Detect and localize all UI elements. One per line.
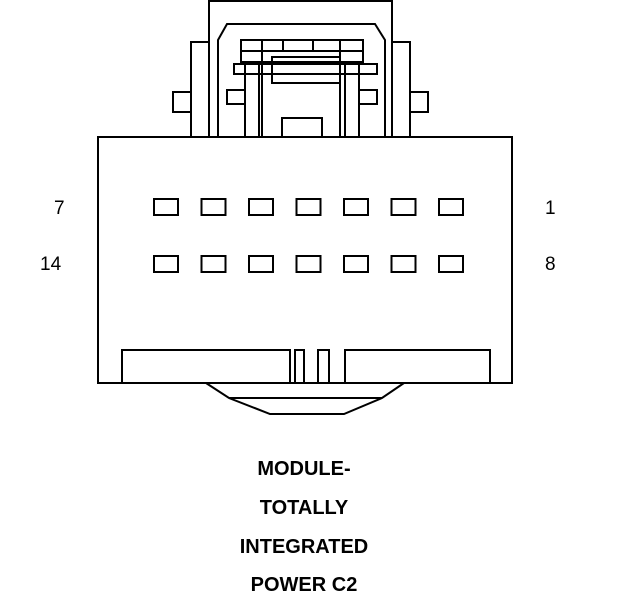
- pin-cavity-9: [390, 255, 417, 273]
- caption-line-1: MODULE-: [257, 458, 351, 480]
- latch-bottom-block: [281, 117, 323, 138]
- pin-cavities: [153, 198, 464, 273]
- pin-label-14: 14: [40, 254, 62, 275]
- pin-cavity-1: [438, 198, 464, 216]
- connector-housing: [97, 136, 513, 384]
- pin-cavity-7: [153, 198, 179, 216]
- pin-label-1: 1: [545, 198, 556, 219]
- latch-inner-frame: [217, 23, 386, 137]
- pin-cavity-2: [390, 198, 417, 216]
- connector-key-ribs: [121, 349, 491, 384]
- caption-line-4: POWER C2: [250, 574, 358, 596]
- pin-cavity-13: [200, 255, 227, 273]
- latch-right-tab: [409, 91, 429, 113]
- pin-label-8: 8: [545, 254, 556, 275]
- latch-left-tab: [172, 91, 192, 113]
- latch-left-ear: [190, 41, 210, 138]
- pin-cavity-12: [248, 255, 274, 273]
- pin-label-7: 7: [54, 198, 65, 219]
- caption-line-3: INTEGRATED: [239, 536, 369, 558]
- latch-right-ear: [391, 41, 411, 138]
- pin-cavity-8: [438, 255, 464, 273]
- pin-cavity-4: [295, 198, 322, 216]
- connector-latch: [172, 0, 429, 138]
- pin-cavity-14: [153, 255, 179, 273]
- pin-cavity-11: [295, 255, 322, 273]
- pin-cavity-5: [248, 198, 274, 216]
- caption-line-2: TOTALLY: [259, 497, 349, 519]
- latch-window: [271, 56, 341, 84]
- connector-bottom-lip: [205, 382, 405, 415]
- pin-cavity-10: [343, 255, 369, 273]
- latch-crossbar: [233, 63, 378, 75]
- pin-cavity-6: [200, 198, 227, 216]
- latch-outer-frame: [208, 0, 393, 137]
- pin-cavity-3: [343, 198, 369, 216]
